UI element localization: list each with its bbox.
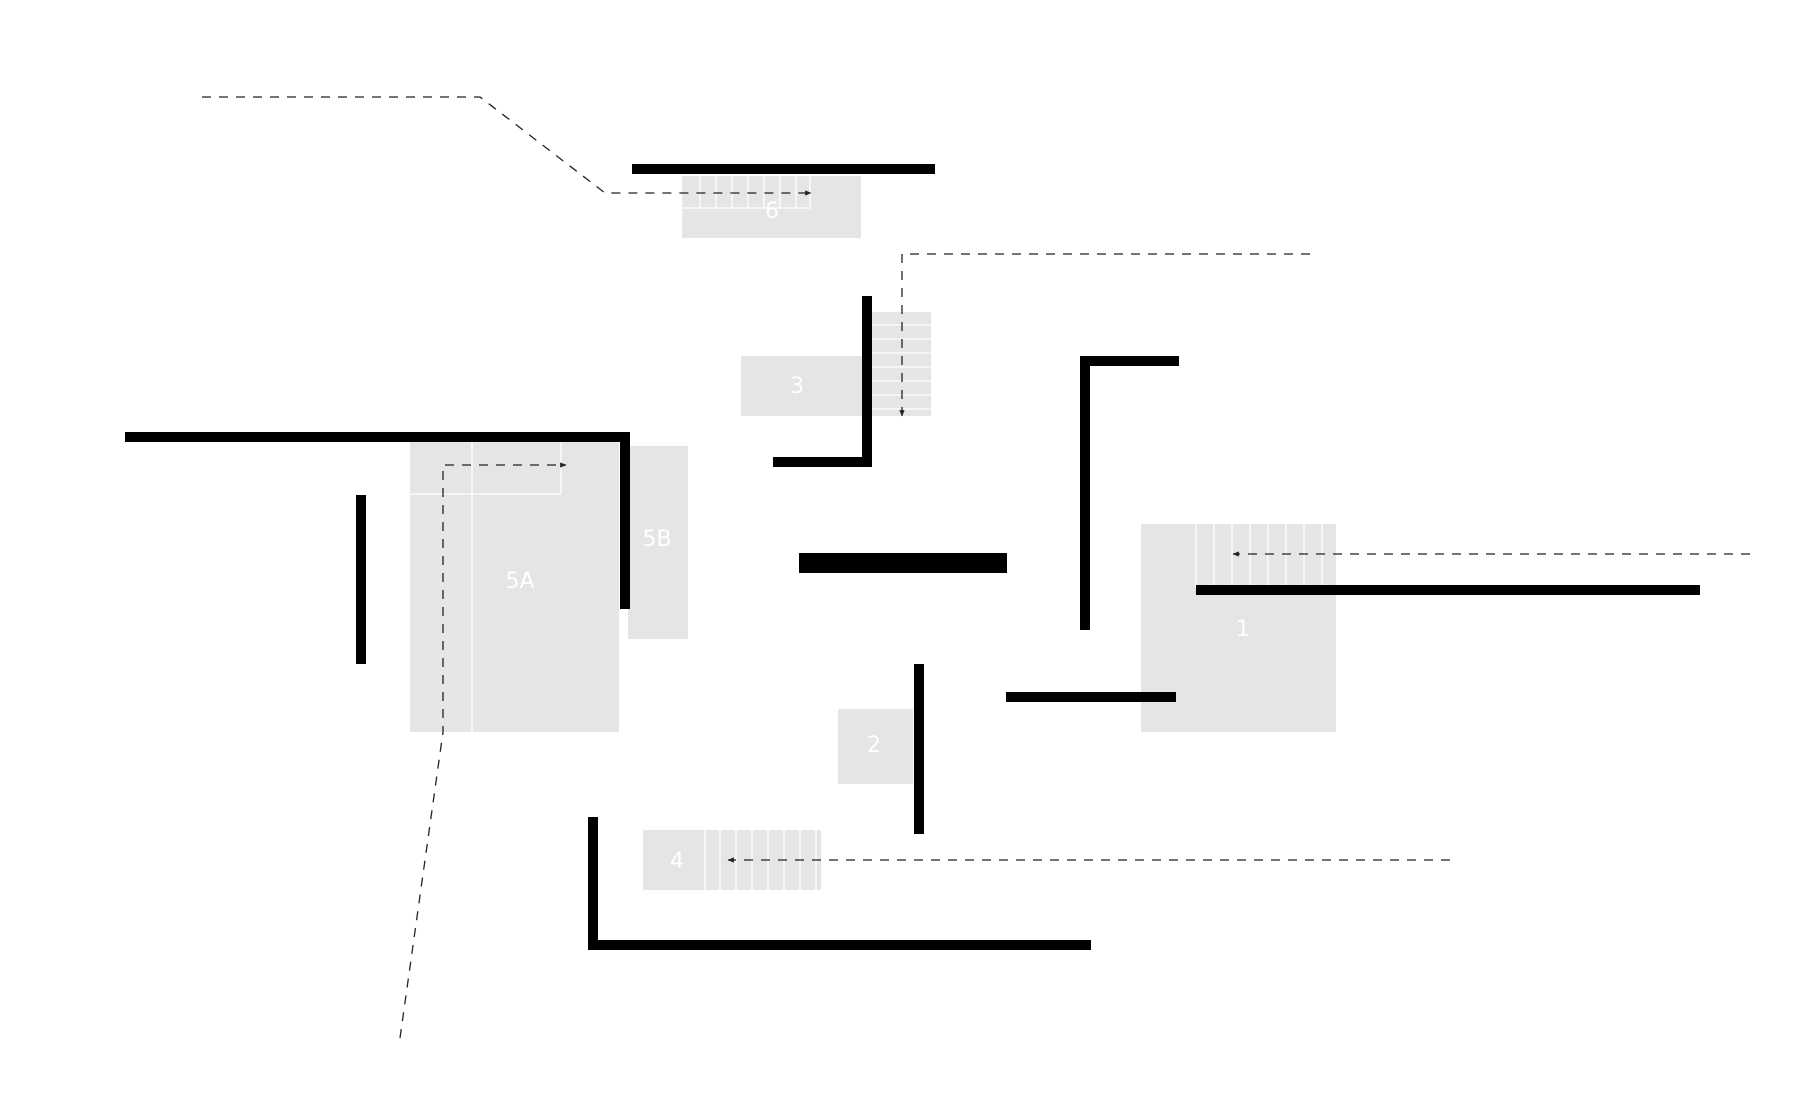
path-to-5a — [399, 462, 567, 1039]
room-5b-label: 5B — [642, 527, 671, 552]
wall-1-long — [1196, 585, 1700, 595]
room-5a-area — [410, 441, 619, 732]
wall-long-horizontal — [125, 432, 630, 442]
room-3-stairs — [869, 324, 931, 410]
room-2-area — [838, 709, 913, 784]
room-6-stairs — [682, 176, 811, 209]
room-5a: 5A — [410, 441, 619, 732]
path-to-6 — [202, 96, 812, 196]
room-6-area — [682, 176, 861, 238]
wall-center-thick — [799, 553, 1007, 573]
room-1-label: 1 — [1236, 617, 1250, 642]
room-4-label: 4 — [670, 849, 684, 874]
room-5a-label: 5A — [505, 569, 534, 594]
wall-4-vertical — [588, 817, 598, 950]
wall-top-6 — [632, 164, 935, 174]
room-3: 3 — [741, 312, 931, 416]
room-1-stairs — [1195, 524, 1323, 588]
wall-5a-right — [620, 432, 630, 609]
wall-1-bottom-left — [1006, 692, 1176, 702]
room-6-label: 6 — [765, 199, 779, 224]
wall-3-vertical — [862, 296, 872, 467]
room-3-label: 3 — [790, 374, 804, 399]
wall-3-bottom — [773, 457, 872, 467]
room-5b-area — [628, 446, 688, 639]
room-2-label: 2 — [867, 733, 881, 758]
room-2: 2 — [838, 709, 913, 784]
room-3-area — [741, 356, 863, 416]
wall-2-vertical — [914, 664, 924, 834]
room-3-stairs-area — [863, 312, 931, 416]
wall-l-top — [1080, 356, 1179, 366]
wall-5a-left-post — [356, 495, 366, 664]
walls — [125, 164, 1700, 950]
wall-4-bottom — [588, 940, 1091, 950]
room-6: 6 — [682, 176, 861, 238]
wall-l-vertical — [1080, 356, 1090, 630]
room-5b: 5B — [628, 446, 688, 639]
circulation-paths — [202, 96, 1750, 1039]
path-to-3 — [899, 253, 1310, 417]
